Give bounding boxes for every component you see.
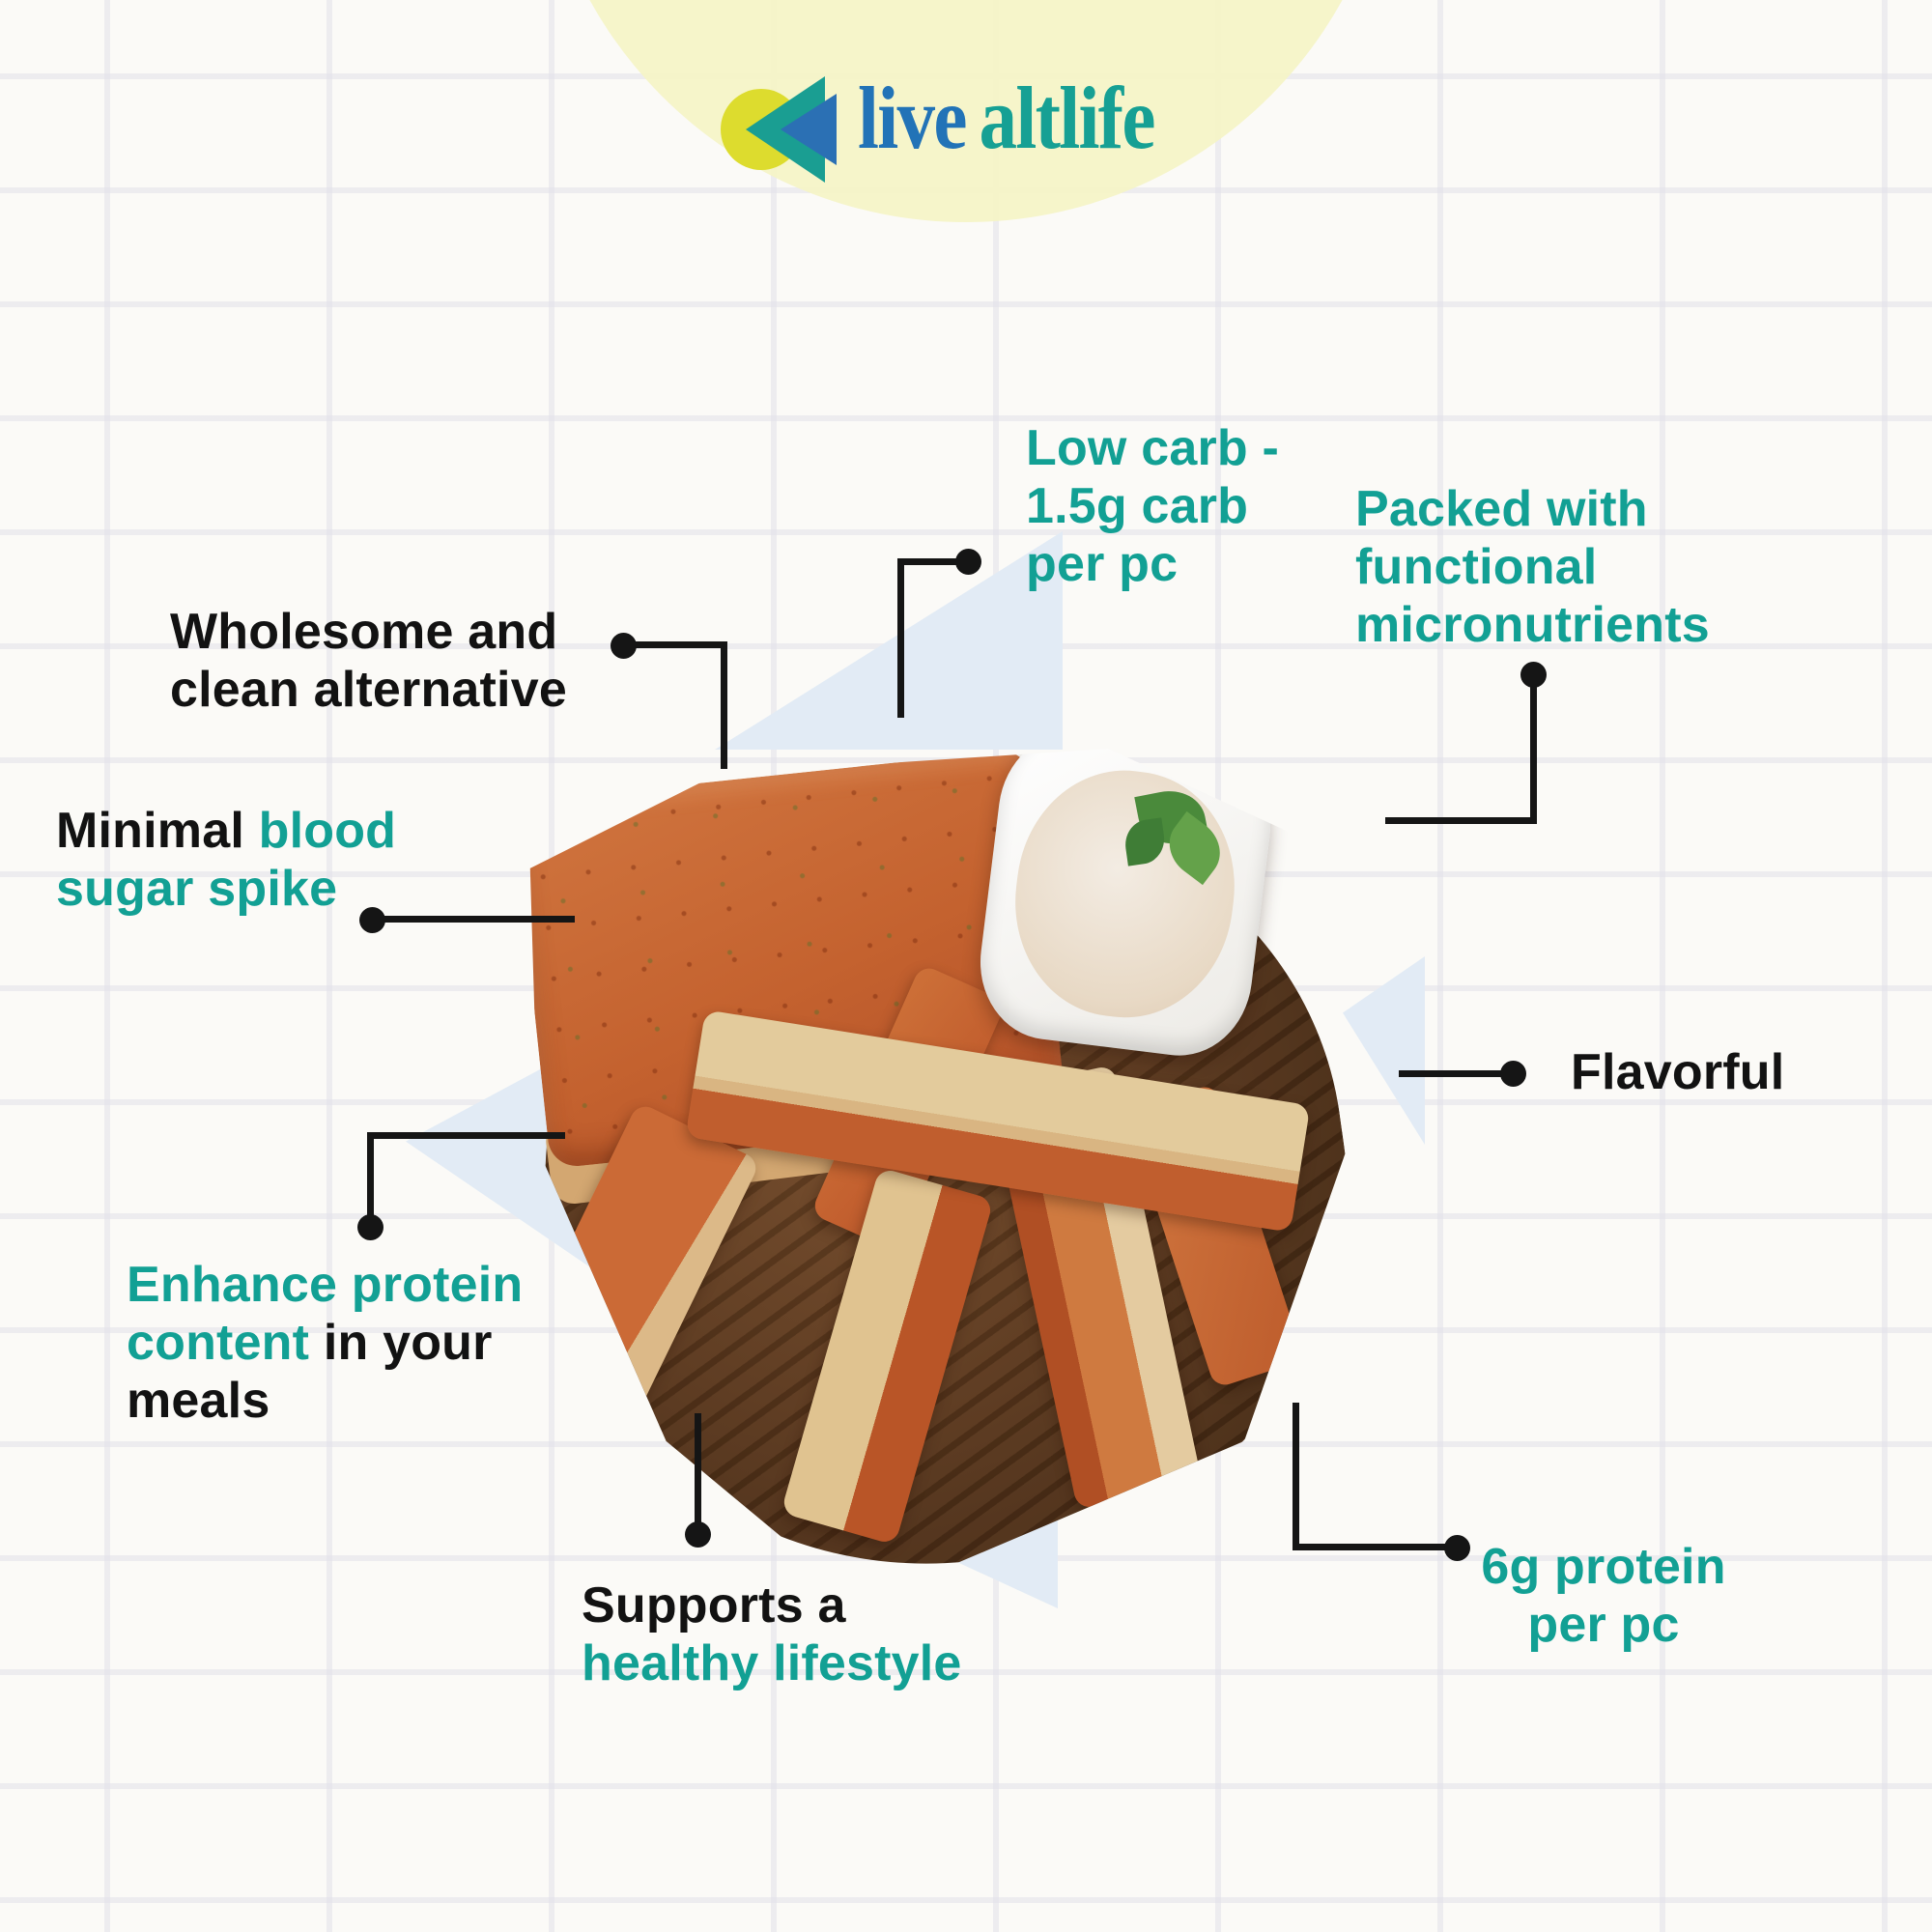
callout-supports: Supports a healthy lifestyle	[582, 1577, 962, 1692]
callout-packed-line2: functional	[1355, 539, 1598, 595]
callout-minimal-black: Minimal	[56, 803, 244, 859]
product-photo	[529, 749, 1372, 1604]
brand-rewind-icon	[717, 73, 838, 184]
connector-dot-supports	[685, 1521, 711, 1548]
callout-enhance-teal: content	[127, 1315, 310, 1371]
callout-minimal-teal: blood	[243, 803, 397, 859]
brand-name-live: live	[858, 69, 967, 167]
connector-line-low-carb	[897, 558, 904, 718]
callout-low-carb-line3: per pc	[1026, 536, 1179, 592]
callout-low-carb-line1: Low carb -	[1026, 420, 1280, 476]
connector-line-enhance	[367, 1132, 374, 1229]
connector-line-low-carb	[900, 558, 972, 565]
callout-enhance-line2: content in your	[127, 1314, 523, 1372]
callout-low-carb-line2: 1.5g carb	[1026, 478, 1249, 534]
decor-triangle-top	[715, 531, 1063, 750]
callout-minimal-line1: Minimal blood	[56, 802, 396, 860]
connector-line-minimal	[372, 916, 575, 923]
callout-minimal: Minimal blood sugar spike	[56, 802, 396, 918]
connector-line-supports	[695, 1413, 701, 1537]
connector-line-protein	[1293, 1403, 1299, 1550]
dip-bowl	[971, 749, 1279, 1064]
brand-name-altlife: altlife	[979, 69, 1156, 167]
brand-wordmark: live altlife	[858, 60, 1156, 176]
callout-packed-line3: micronutrients	[1355, 597, 1710, 653]
connector-line-wholesome	[623, 641, 727, 648]
callout-protein: 6g protein per pc	[1459, 1538, 1748, 1654]
connector-dot-protein	[1444, 1535, 1470, 1561]
callout-packed: Packed with functional micronutrients	[1355, 480, 1710, 654]
callout-low-carb: Low carb - 1.5g carb per pc	[1026, 419, 1279, 593]
dip-cream	[1002, 758, 1249, 1030]
callout-wholesome-line2: clean alternative	[170, 662, 567, 718]
callout-wholesome-line1: Wholesome and	[170, 604, 558, 660]
connector-line-packed	[1530, 674, 1537, 824]
callout-flavorful-label: Flavorful	[1571, 1044, 1785, 1100]
callout-minimal-line2: sugar spike	[56, 861, 338, 917]
connector-dot-enhance	[357, 1214, 384, 1240]
callout-wholesome: Wholesome and clean alternative	[170, 603, 567, 719]
callout-enhance-line1: Enhance protein	[127, 1257, 524, 1313]
callout-packed-line1: Packed with	[1355, 481, 1648, 537]
mint-garnish	[1122, 817, 1168, 867]
callout-supports-line2: healthy lifestyle	[582, 1635, 962, 1691]
callout-enhance-black: in your	[309, 1315, 493, 1371]
callout-protein-line2: per pc	[1527, 1597, 1680, 1653]
callout-enhance-line3: meals	[127, 1373, 270, 1429]
connector-line-protein	[1293, 1544, 1447, 1550]
connector-line-wholesome	[721, 641, 727, 769]
callout-flavorful: Flavorful	[1571, 1043, 1784, 1101]
connector-line-enhance	[370, 1132, 565, 1139]
callout-enhance: Enhance protein content in your meals	[127, 1256, 523, 1430]
callout-protein-line1: 6g protein	[1481, 1539, 1726, 1595]
callout-supports-line1: Supports a	[582, 1577, 846, 1634]
connector-line-packed	[1385, 817, 1537, 824]
connector-line-flavorful	[1399, 1070, 1515, 1077]
